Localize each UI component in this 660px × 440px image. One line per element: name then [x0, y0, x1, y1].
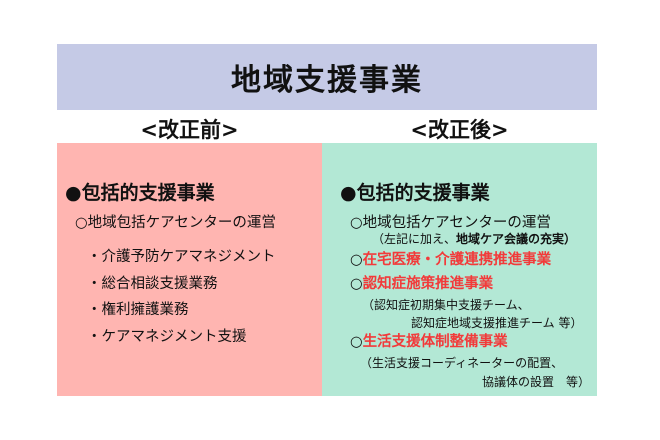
before-list-item: ・権利擁護業務: [87, 302, 189, 318]
after-center-item: ○地域包括ケアセンターの運営: [350, 215, 551, 231]
before-center-item: ○地域包括ケアセンターの運営: [75, 215, 276, 231]
after-item-home-care: ○在宅医療・介護連携推進事業: [350, 252, 552, 268]
after-dementia-note: 認知症地域支援推進チーム 等）: [411, 316, 583, 330]
after-section-title: ●包括的支援事業: [340, 182, 490, 204]
before-list-item: ・介護予防ケアマネジメント: [87, 249, 276, 265]
before-list-item: ・ケアマネジメント支援: [87, 329, 247, 345]
after-center-note: （左記に加え、地域ケア会議の充実）: [372, 232, 577, 246]
title-banner: 地域支援事業: [57, 44, 597, 110]
after-life-support-note: （生活支援コーディネーターの配置、: [360, 356, 564, 370]
before-heading: <改正前>: [140, 118, 239, 142]
after-item-dementia: ○認知症施策推進事業: [350, 276, 494, 292]
after-dementia-note: （認知症初期集中支援チーム、: [362, 298, 530, 312]
after-panel: ●包括的支援事業 ○地域包括ケアセンターの運営 （左記に加え、地域ケア会議の充実…: [322, 143, 597, 396]
page-title: 地域支援事業: [231, 63, 423, 98]
before-panel: ●包括的支援事業 ○地域包括ケアセンターの運営 ・介護予防ケアマネジメント ・総…: [57, 143, 322, 396]
after-item-life-support: ○生活支援体制整備事業: [350, 334, 508, 350]
after-heading: <改正後>: [410, 118, 509, 142]
after-life-support-note: 協議体の設置 等）: [482, 375, 591, 389]
before-list-item: ・総合相談支援業務: [87, 276, 218, 292]
before-section-title: ●包括的支援事業: [65, 182, 215, 204]
